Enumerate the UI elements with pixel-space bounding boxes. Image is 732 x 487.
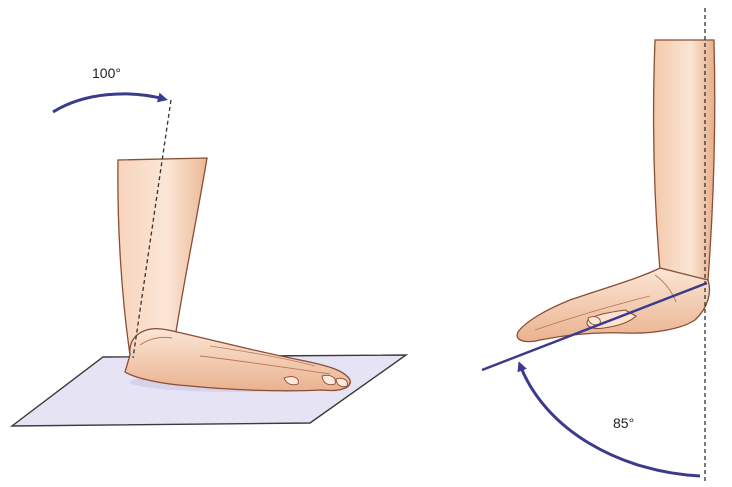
angle-label-right: 85° (613, 415, 634, 431)
forearm-right (654, 40, 715, 280)
angle-arc-left (53, 94, 164, 112)
forearm-left (118, 158, 207, 358)
left-panel: 100° (12, 65, 406, 426)
hand-right (517, 268, 709, 342)
right-panel: 85° (482, 8, 715, 482)
angle-label-left: 100° (92, 65, 121, 81)
angle-arc-right (520, 365, 700, 476)
